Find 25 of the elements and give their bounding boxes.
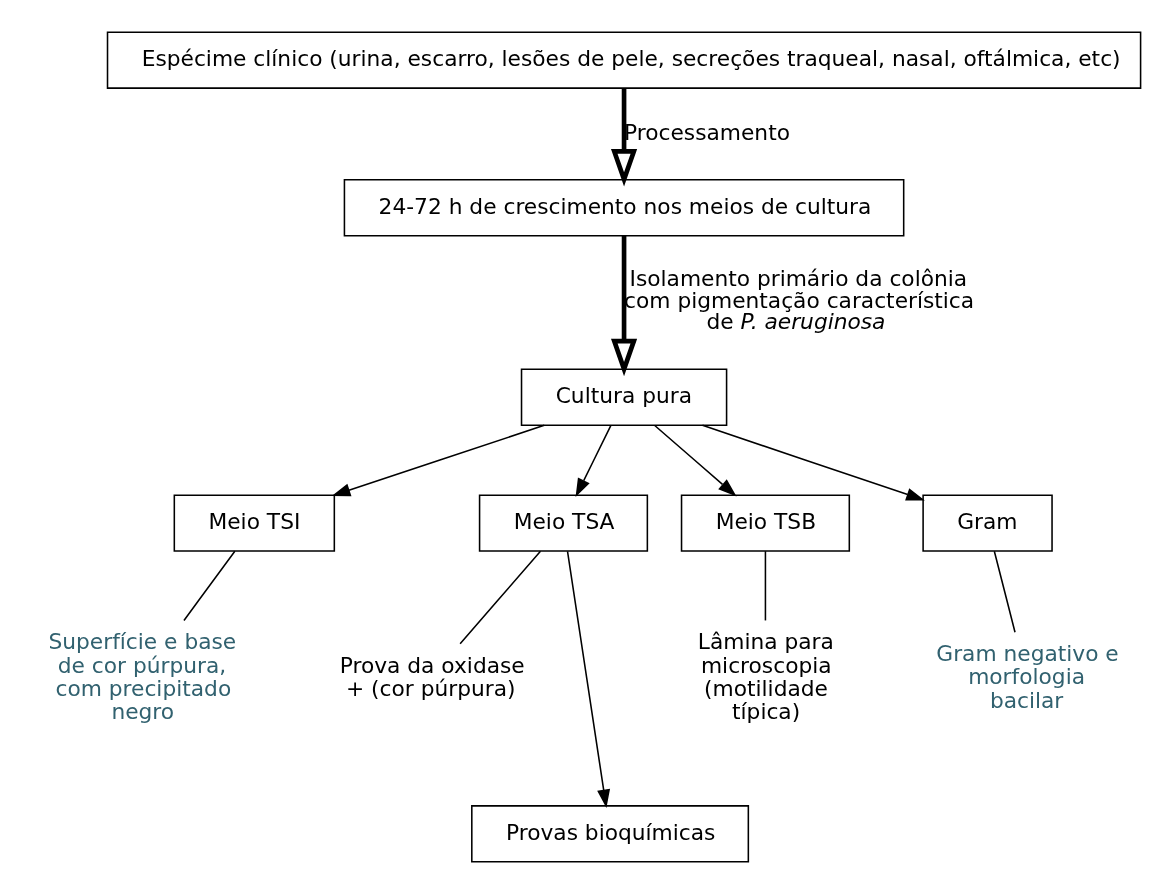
connector [993,550,1016,633]
node-box: Espécime clínico (urina, escarro, lesões de pele, secreções traqueal, nasal, oftálmica, etc) [106,31,1142,89]
connector [183,550,236,622]
node-text: Gram negativo e morfologia bacilar [936,640,1119,713]
node-box: Gram [922,494,1053,552]
connector [764,550,767,622]
arrow [653,424,737,497]
arrow [611,236,638,377]
arrow [701,424,925,501]
node-box: Meio TSI [173,494,336,552]
edge-label: Processamento [624,119,790,145]
connector [459,550,542,645]
node-text: Superfície e base de cor púrpura, com precipitado negro [48,629,237,725]
node-text: Prova da oxidase + (cor púrpura) [339,652,525,701]
node-box: Meio TSB [680,494,851,552]
node-box: 24-72 h de crescimento nos meios de cultura [343,179,905,237]
node-box: Cultura pura [520,368,728,427]
node-box: Meio TSA [478,494,649,552]
arrow [611,88,638,187]
node-box: Provas bioquímicas [471,805,750,863]
edge-label: Isolamento primário da colônia com pigmentação característica de P. aeruginosa [624,265,975,335]
node-text: Lâmina para microscopia (motilidade típica) [697,629,834,725]
arrow [331,424,546,497]
arrow [566,550,611,809]
arrow [575,424,612,498]
